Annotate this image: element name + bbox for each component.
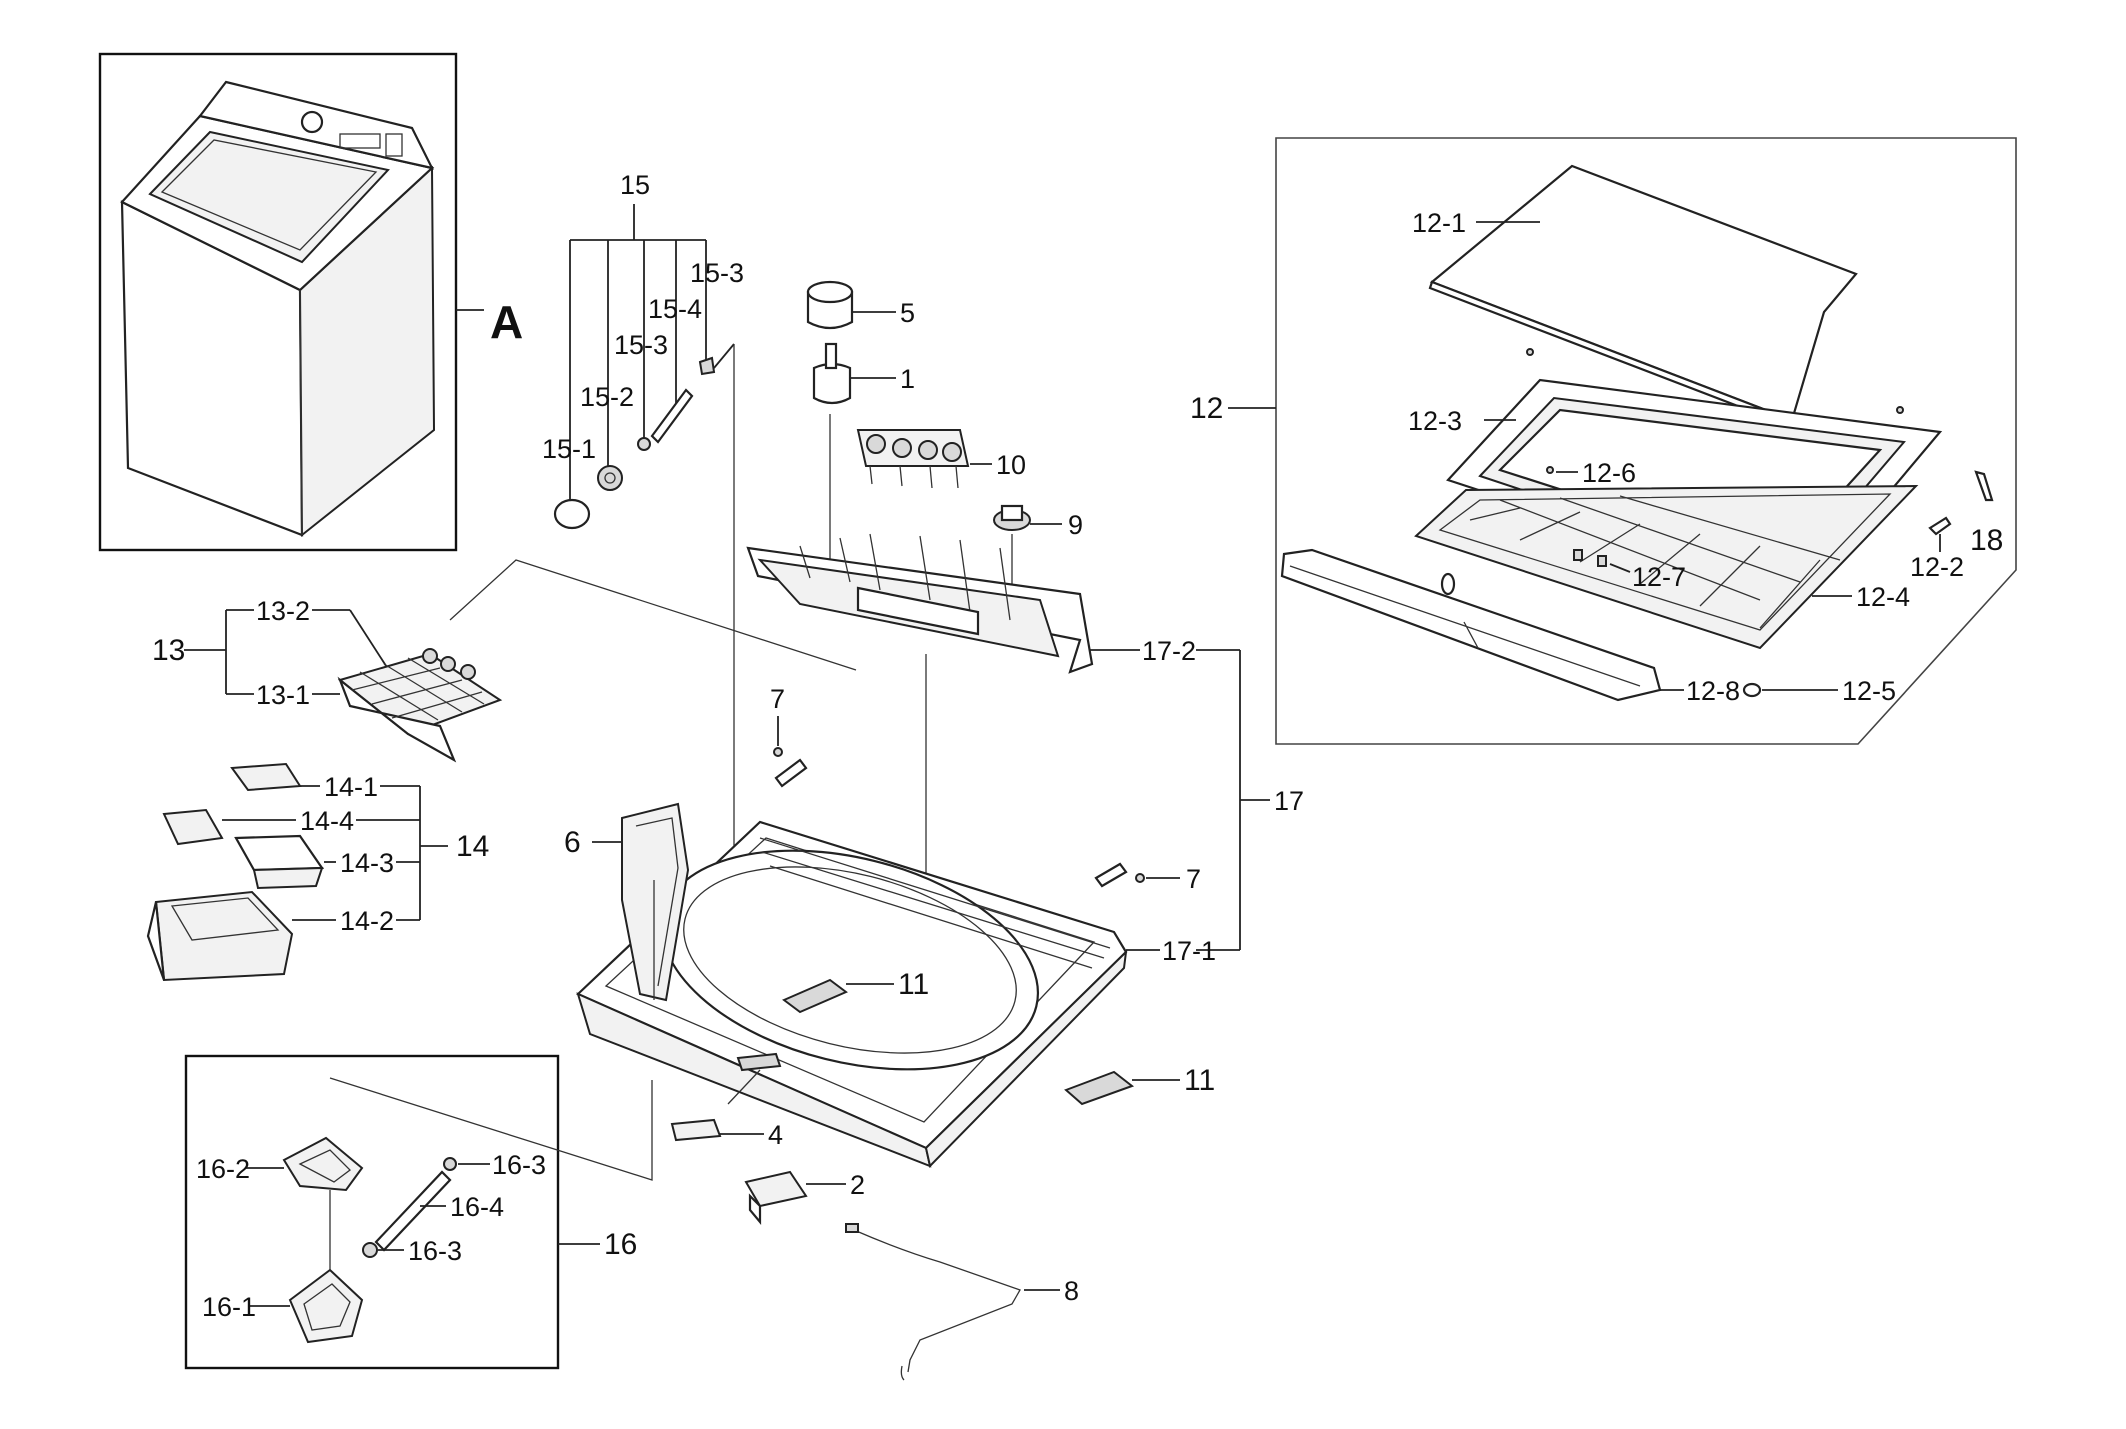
callout-14-1: 14-1 — [324, 772, 378, 802]
callout-17-1: 17-1 — [1162, 936, 1216, 966]
callout-12-6: 12-6 — [1582, 458, 1636, 488]
callout-11-outer: 11 — [1184, 1064, 1215, 1097]
callout-1: 1 — [900, 364, 915, 394]
part-group-15: 15 15-3 15-4 15-3 15-2 15-1 — [542, 170, 744, 1010]
part-group-14: 14-1 14-4 14-3 14 14-2 — [146, 762, 489, 982]
callout-12-3: 12-3 — [1408, 406, 1462, 436]
callout-17-2: 17-2 — [1142, 636, 1196, 666]
callout-15-2: 15-2 — [580, 382, 634, 412]
callout-14-3: 14-3 — [340, 848, 394, 878]
callout-12-5: 12-5 — [1842, 676, 1896, 706]
callout-15-3-top: 15-3 — [690, 258, 744, 288]
callout-18: 18 — [1970, 524, 2003, 557]
callout-12-1: 12-1 — [1412, 208, 1466, 238]
callout-8: 8 — [1064, 1276, 1079, 1306]
callout-11-inner: 11 — [898, 968, 929, 1001]
part-group-16: 16-2 16-3 16-4 16-3 16-1 16 — [184, 1054, 653, 1370]
callout-15: 15 — [620, 170, 650, 200]
callout-4: 4 — [768, 1120, 783, 1150]
callout-12-7: 12-7 — [1632, 562, 1686, 592]
callout-15-3-mid: 15-3 — [614, 330, 668, 360]
callout-17: 17 — [1274, 786, 1304, 816]
callout-15-1: 15-1 — [542, 434, 596, 464]
callout-7-upper: 7 — [770, 684, 785, 714]
callout-6: 6 — [564, 826, 581, 859]
part-group-13: 13 13-2 13-1 — [152, 596, 503, 763]
callout-14: 14 — [456, 830, 489, 863]
callout-16-4: 16-4 — [450, 1192, 504, 1222]
callout-16-3-top: 16-3 — [492, 1150, 546, 1180]
callout-14-2: 14-2 — [340, 906, 394, 936]
washer-overview-inset: A — [98, 52, 523, 552]
callout-16: 16 — [604, 1228, 637, 1261]
callout-13: 13 — [152, 634, 185, 667]
callout-7-lower: 7 — [1186, 864, 1201, 894]
callout-9: 9 — [1068, 510, 1083, 540]
callout-5: 5 — [900, 298, 915, 328]
upper-frame-assembly: 5 1 10 9 17-2 17 — [449, 280, 1304, 951]
callout-12-4: 12-4 — [1856, 582, 1910, 612]
callout-16-3-bottom: 16-3 — [408, 1236, 462, 1266]
callout-16-1: 16-1 — [202, 1292, 256, 1322]
callout-12: 12 — [1190, 392, 1223, 425]
callout-2: 2 — [850, 1170, 865, 1200]
callout-A: A — [490, 296, 523, 348]
callout-14-4: 14-4 — [300, 806, 354, 836]
callout-13-1: 13-1 — [256, 680, 310, 710]
part-group-12: 12 12-1 12-3 12-6 12-4 12-7 — [1190, 137, 2017, 745]
callout-16-2: 16-2 — [196, 1154, 250, 1184]
callout-15-4: 15-4 — [648, 294, 702, 324]
callout-10: 10 — [996, 450, 1026, 480]
callout-12-2: 12-2 — [1910, 552, 1964, 582]
callout-13-2: 13-2 — [256, 596, 310, 626]
top-cover-assembly: 6 7 7 11 11 17-1 4 2 — [564, 684, 1216, 1381]
callout-12-8: 12-8 — [1686, 676, 1740, 706]
